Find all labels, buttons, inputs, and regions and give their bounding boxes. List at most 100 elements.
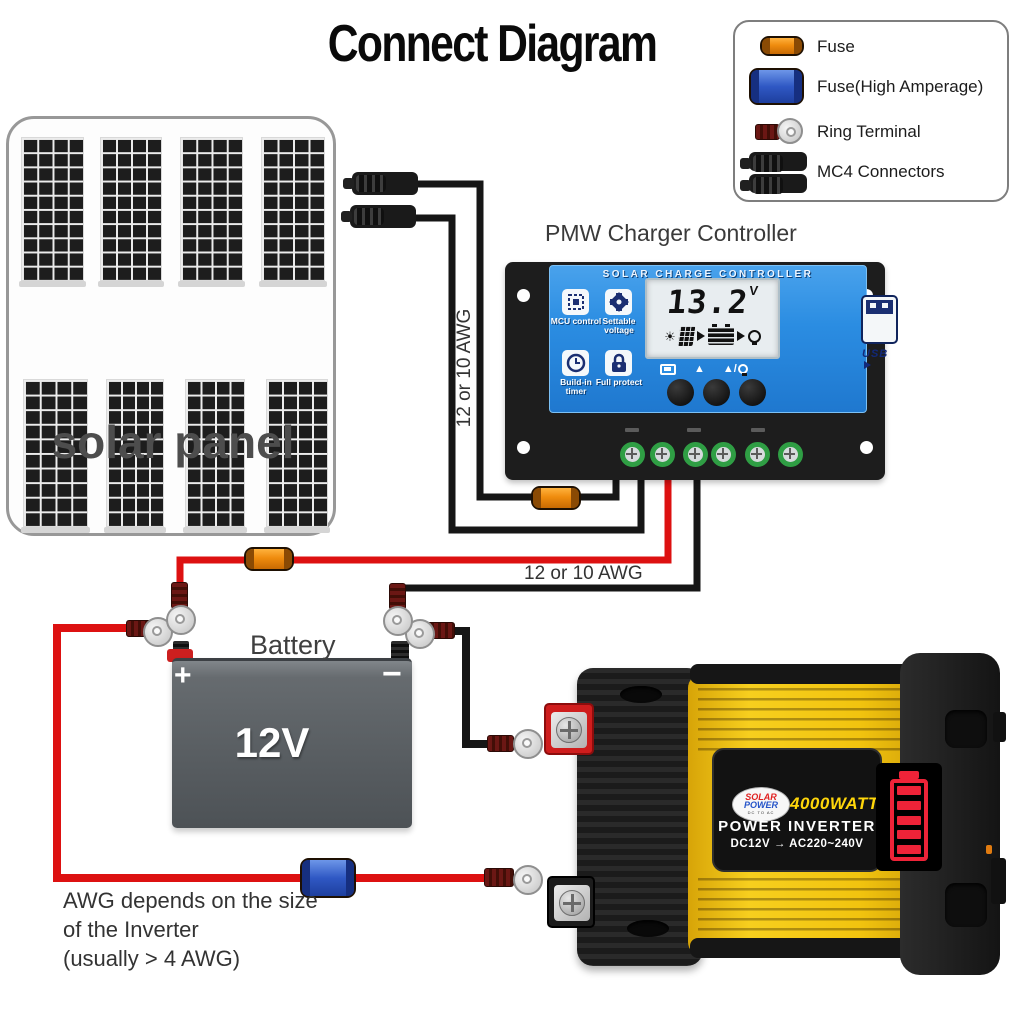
feature-label: Settable voltage [602,316,636,335]
controller-button[interactable] [739,379,766,406]
controller-title: PMW Charger Controller [545,220,797,246]
arrow-icon [736,331,745,341]
solar-cell-panel [264,379,330,533]
lcd-flow-icons: ☀ [653,323,772,349]
fuse-orange-icon [244,547,294,571]
usb-port-icon [861,295,898,344]
battery-label: Battery [250,630,336,660]
battery-plus-sign: + [174,659,192,692]
feature-label: Full protect [595,377,643,387]
mc4-connector-icon [341,205,416,228]
gauge-battery-cap [899,771,919,779]
lock-icon [605,350,632,376]
inverter-positive-terminal [544,703,594,755]
fuse-blue-icon [749,68,804,105]
legend-item-label: Fuse [817,37,855,56]
battery: + − 12V [172,655,412,828]
battery-inverter-negative-wire [430,627,500,748]
fuse-blue-icon [300,858,356,898]
battery-icon [707,324,734,345]
lcd-display: 13.2V ☀ [645,278,780,359]
up-triangle-icon: ▲ [694,363,705,375]
sun-icon: ☀ [664,328,676,344]
screw-terminal[interactable] [711,442,736,467]
solar-cell-panel [21,379,90,533]
solar-cell-panel [259,137,327,287]
inverter-wattage: 4000WATT [790,794,879,813]
battery-inverter-positive-wire [53,624,494,882]
screw-terminal[interactable] [650,442,675,467]
controller-button[interactable] [667,379,694,406]
arrow-icon [696,331,705,341]
battery-minus-sign: − [382,655,402,693]
inverter-negative-terminal [547,876,595,928]
awg-label-vertical: 12 or 10 AWG [454,308,475,428]
gauge-bar [897,800,921,810]
mount-slot [620,686,662,703]
solar-cell-panel [183,379,247,533]
inverter-spec: DC12V → AC220~240V [730,838,864,850]
battery-negative-post [391,641,409,660]
phillips-screw-icon [556,717,582,743]
legend-item-label: Ring Terminal [817,122,921,141]
button-icons-row: ▲ ▲/ [660,363,780,376]
solar-wire-upper [412,180,620,501]
solar-cell-panel [98,137,164,287]
bulb-icon [747,329,761,345]
charge-controller: SOLAR CHARGE CONTROLLER MCU control Sett… [505,262,898,480]
screw-terminal[interactable] [683,442,708,467]
panel-icon [677,326,696,346]
solar-cell-panel [104,379,166,533]
ring-terminal-icon [513,729,543,759]
phillips-screw-icon [559,890,585,916]
terminal-marking [751,428,765,432]
chip-icon [562,289,589,315]
brand-logo: SOLAR POWER DC TO AC [732,787,790,822]
mount-hole [517,441,530,454]
inverter-left-cap [577,668,703,966]
solar-cell-panel [178,137,245,287]
ring-terminal-icon [777,118,803,144]
mount-hole [860,441,873,454]
gear-icon [605,289,632,315]
side-switch[interactable] [991,858,1006,904]
awg-note-line: AWG depends on the size [63,888,318,913]
battery-voltage: 12V [234,719,310,766]
ridges [698,678,922,752]
lcd-unit: V [748,283,760,298]
recess [945,883,987,927]
logo-subtext: DC TO AC [747,809,775,815]
inverter-name: POWER INVERTER [718,818,876,835]
inverter-top-plate [690,664,938,684]
solar-panel-box: solar panel [6,116,336,536]
crimp-sleeve [484,868,514,887]
screw-terminal[interactable] [620,442,645,467]
logo-text: SOLAR [745,791,777,802]
battery-gauge [876,763,942,871]
terminal-marking [625,428,639,432]
gauge-battery-body [890,779,928,861]
awg-note-line: (usually > 4 AWG) [63,946,241,971]
legend-item-label: Fuse(High Amperage) [817,77,984,96]
fuse-orange-icon [760,36,804,56]
legend-item-label: MC4 Connectors [817,162,945,181]
inverter-bottom-plate [690,938,938,958]
lcd-voltage: 13.2V [665,283,760,321]
gauge-bar [897,815,921,825]
mount-slot [627,920,669,937]
controller-button[interactable] [703,379,730,406]
solar-wire-lower [410,214,645,534]
crimp-sleeve [487,735,514,752]
inverter-label-plate: SOLAR POWER DC TO AC 4000WATT POWER INVE… [712,748,882,872]
gauge-bar [897,830,921,840]
page-title: Connect Diagram [327,15,658,73]
awg-label-horizontal: 12 or 10 AWG [524,563,643,584]
gauge-bar [897,845,921,854]
mc4-connector-icon [343,172,418,195]
triangle-lamp-icon: ▲/ [723,363,748,376]
logo-text: POWER [743,799,778,810]
screw-terminal[interactable] [778,442,803,467]
screw-terminal[interactable] [745,442,770,467]
mc4-connectors-icon [740,152,807,172]
